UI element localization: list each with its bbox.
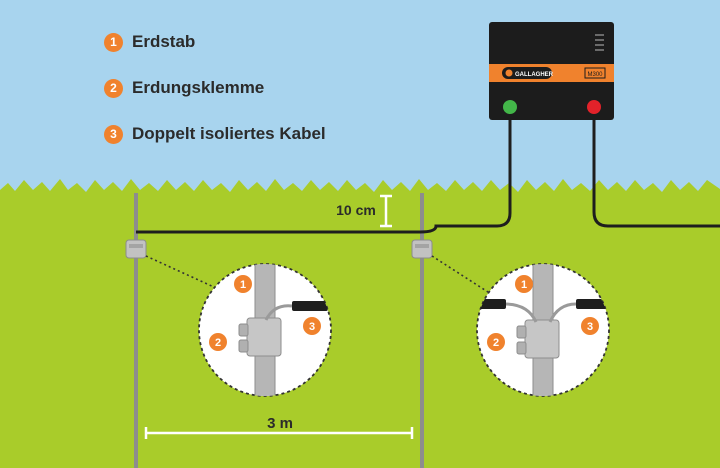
leader-line-right [431, 255, 489, 293]
legend-badge-1: 1 [104, 32, 123, 52]
brand-name: GALLAGHER [515, 72, 554, 78]
detail-clamp-right [524, 319, 560, 359]
detail-view-right: 1 2 3 [476, 263, 610, 397]
grass-field [0, 179, 720, 468]
detail-left-callout-2: 2 [215, 337, 221, 349]
height-label: 10 cm [336, 202, 376, 218]
legend-item-cable: 3 Doppelt isoliertes Kabel [104, 122, 326, 146]
energizer-device: GALLAGHER M300 [489, 22, 614, 120]
legend-label-1: Erdstab [132, 32, 196, 51]
fence-terminal [587, 100, 601, 114]
legend-badge-2: 2 [104, 78, 123, 98]
earth-terminal [503, 100, 517, 114]
legend: 1 Erdstab 2 Erdungsklemme 3 Doppelt isol… [104, 30, 326, 168]
legend-badge-3: 3 [104, 124, 123, 144]
earth-rod-left [134, 193, 138, 468]
detail-view-left: 1 2 3 [198, 263, 332, 397]
detail-right-callout-1: 1 [521, 279, 527, 291]
earth-cable [136, 108, 512, 234]
detail-right-callout-3: 3 [587, 321, 593, 333]
detail-left-callout-1: 1 [240, 279, 246, 291]
model-label: M300 [587, 72, 603, 78]
earth-rod-right [420, 193, 424, 468]
detail-clamp-left [246, 317, 282, 357]
detail-right-callout-2: 2 [493, 337, 499, 349]
spacing-marker [144, 427, 414, 439]
spacing-label: 3 m [267, 415, 293, 432]
legend-label-2: Erdungsklemme [132, 78, 265, 97]
brand-logo [502, 67, 552, 79]
detail-cable-left [292, 301, 328, 311]
detail-cable-right-a [477, 299, 506, 309]
legend-item-earth-clamp: 2 Erdungsklemme [104, 76, 326, 100]
clamp-right [411, 239, 433, 259]
fence-cable [592, 108, 720, 228]
clamp-left [125, 239, 147, 259]
legend-item-earth-rod: 1 Erdstab [104, 30, 326, 54]
detail-left-callout-3: 3 [309, 321, 315, 333]
height-marker [380, 194, 392, 228]
legend-label-3: Doppelt isoliertes Kabel [132, 124, 326, 143]
